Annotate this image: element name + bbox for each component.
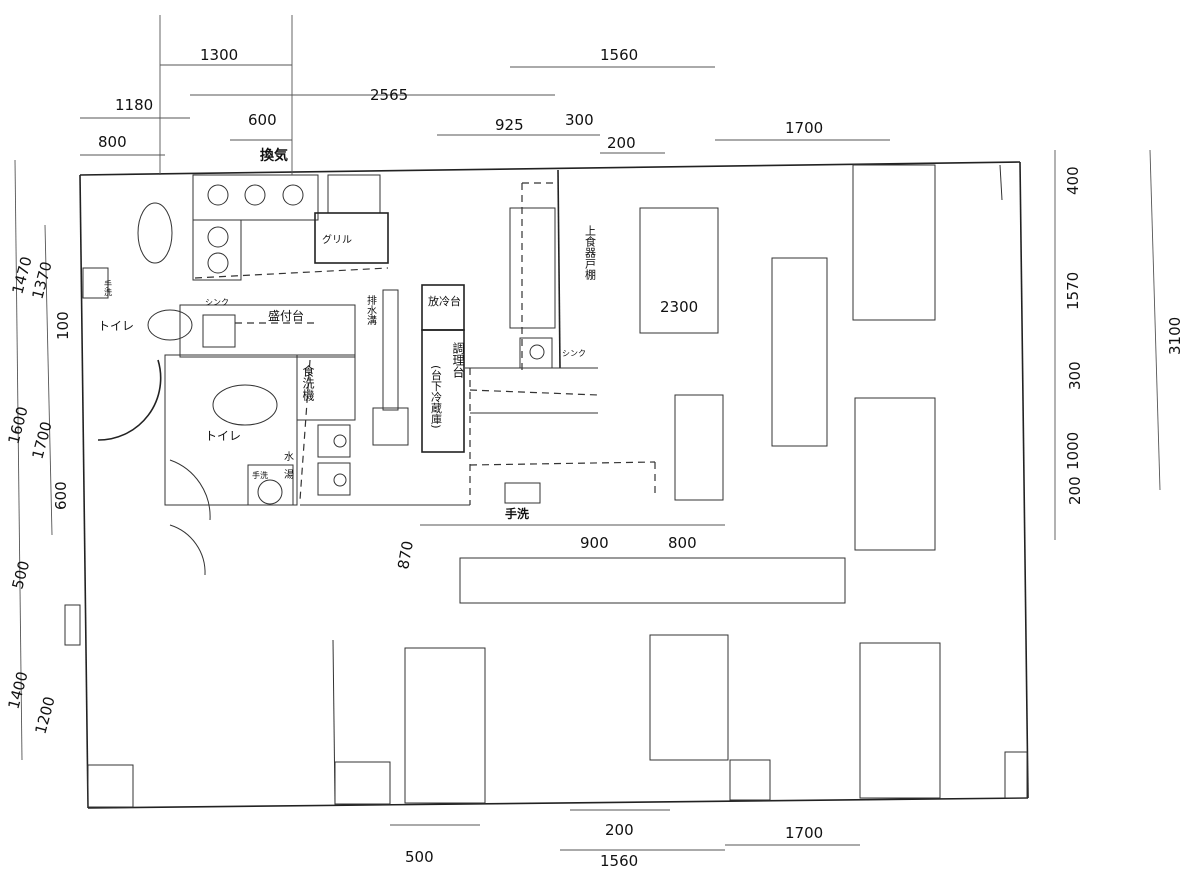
dim-top: 1300 bbox=[200, 46, 238, 64]
dim-left: 1200 bbox=[31, 694, 58, 736]
handwash-label: 手洗 bbox=[252, 470, 268, 480]
grill bbox=[314, 212, 389, 264]
water-label: 水 bbox=[284, 451, 294, 463]
upper-cupboard-label: 上食器戸棚 bbox=[584, 225, 597, 281]
dim-bottom: 900 bbox=[580, 534, 609, 552]
serving-table-label: 盛付台 bbox=[268, 308, 304, 323]
dim-left: 100 bbox=[54, 311, 72, 340]
dim-bottom: 500 bbox=[405, 848, 434, 866]
dim-top: 1180 bbox=[115, 96, 153, 114]
dim-right: 200 bbox=[1066, 476, 1084, 505]
handwash-label: 手洗 bbox=[104, 279, 113, 297]
dishwasher-label: 食洗機 bbox=[301, 364, 315, 401]
dim-top: 925 bbox=[495, 116, 524, 134]
sink-label: シンク bbox=[205, 298, 229, 307]
toilet-label: トイレ bbox=[205, 429, 241, 443]
dim-top: 1560 bbox=[600, 46, 638, 64]
dim-left: 1600 bbox=[4, 404, 31, 446]
cooking-table-label: 調理台 bbox=[451, 342, 465, 378]
dim-bottom: 1700 bbox=[785, 824, 823, 842]
dim-top: 200 bbox=[607, 134, 636, 152]
outer-walls bbox=[79, 161, 1029, 809]
dim-right: 1570 bbox=[1064, 272, 1082, 310]
toilet-label: トイレ bbox=[98, 319, 134, 333]
dim-right: 400 bbox=[1064, 166, 1082, 195]
room-labels: 換気 グリル 上食器戸棚 シンク 盛付台 排水溝 放冷台 調理台 (台下冷蔵庫)… bbox=[98, 147, 597, 521]
dim-right: 1000 bbox=[1064, 432, 1082, 470]
ventilation-label: 換気 bbox=[260, 147, 288, 164]
dim-top: 300 bbox=[565, 111, 594, 129]
dim-bottom: 1560 bbox=[600, 852, 638, 870]
burner-icons bbox=[207, 184, 304, 274]
dim-left: 1400 bbox=[4, 669, 31, 711]
dim-right: 3100 bbox=[1166, 317, 1184, 355]
dim-bottom: 200 bbox=[605, 821, 634, 839]
dim-inner: 2300 bbox=[660, 298, 698, 316]
dim-top: 600 bbox=[248, 111, 277, 129]
toilets bbox=[64, 202, 298, 646]
kitchen bbox=[179, 169, 724, 506]
dim-right: 300 bbox=[1066, 361, 1084, 390]
sink-label: シンク bbox=[562, 349, 586, 358]
dimension-lines bbox=[14, 15, 1161, 851]
grill-label: グリル bbox=[322, 233, 352, 246]
dim-left: 500 bbox=[8, 559, 33, 591]
drain-label: 排水溝 bbox=[365, 294, 377, 326]
dim-bottom: 870 bbox=[394, 539, 417, 570]
handwash-label: 手洗 bbox=[505, 506, 529, 521]
seating bbox=[332, 164, 941, 806]
under-fridge-label: (台下冷蔵庫) bbox=[430, 365, 443, 429]
dim-top: 2565 bbox=[370, 86, 408, 104]
dim-left: 600 bbox=[52, 481, 70, 510]
dim-top: 800 bbox=[98, 133, 127, 151]
dim-top: 1700 bbox=[785, 119, 823, 137]
dim-left: 1700 bbox=[28, 419, 55, 461]
drain bbox=[382, 289, 399, 411]
dimension-labels: 1300 1560 1180 2565 600 800 925 300 200 … bbox=[4, 46, 1184, 870]
hot-water-label: 湯 bbox=[284, 468, 294, 481]
dim-bottom: 800 bbox=[668, 534, 697, 552]
cooling-table-label: 放冷台 bbox=[428, 294, 461, 308]
